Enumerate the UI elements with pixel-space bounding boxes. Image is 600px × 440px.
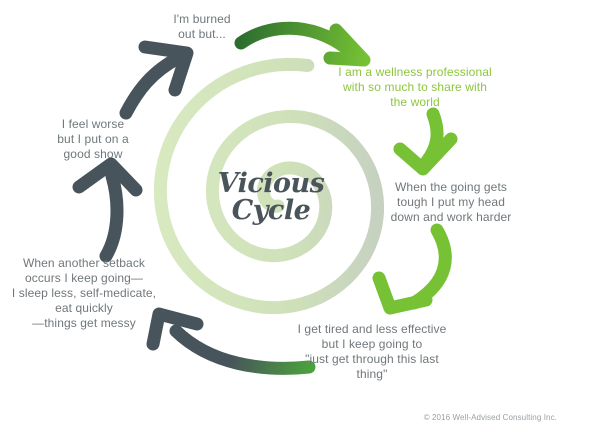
arrow-tired-to-setback-icon — [146, 307, 316, 375]
arrow-wellness-to-workharder-icon — [393, 107, 458, 176]
arrow-setback-to-feelworse-icon — [72, 157, 143, 263]
cycle-title-line1: Vicious — [217, 168, 325, 199]
spiral-graphic — [153, 57, 384, 315]
arrow-burnout-to-wellness-icon — [234, 21, 371, 67]
stage-text-tired-less-effective: I get tired and less effective but I kee… — [297, 322, 447, 381]
stage-text-burned-out: I'm burned out but... — [173, 12, 231, 41]
stage-text-feel-worse: I feel worse but I put on a good show — [57, 117, 129, 161]
cycle-title: Vicious Cycle — [218, 170, 325, 224]
copyright-text: © 2016 Well-Advised Consulting Inc. — [423, 413, 557, 422]
stage-text-another-setback: When another setback occurs I keep going… — [11, 256, 157, 330]
cycle-title-line2: Cycle — [231, 195, 311, 226]
stage-text-work-harder: When the going gets tough I put my head … — [390, 180, 512, 224]
arrow-workharder-to-tired-icon — [372, 223, 452, 315]
arrow-feelworse-to-burnout-icon — [119, 40, 194, 120]
stage-text-wellness-professional: I am a wellness professional with so muc… — [338, 65, 492, 109]
